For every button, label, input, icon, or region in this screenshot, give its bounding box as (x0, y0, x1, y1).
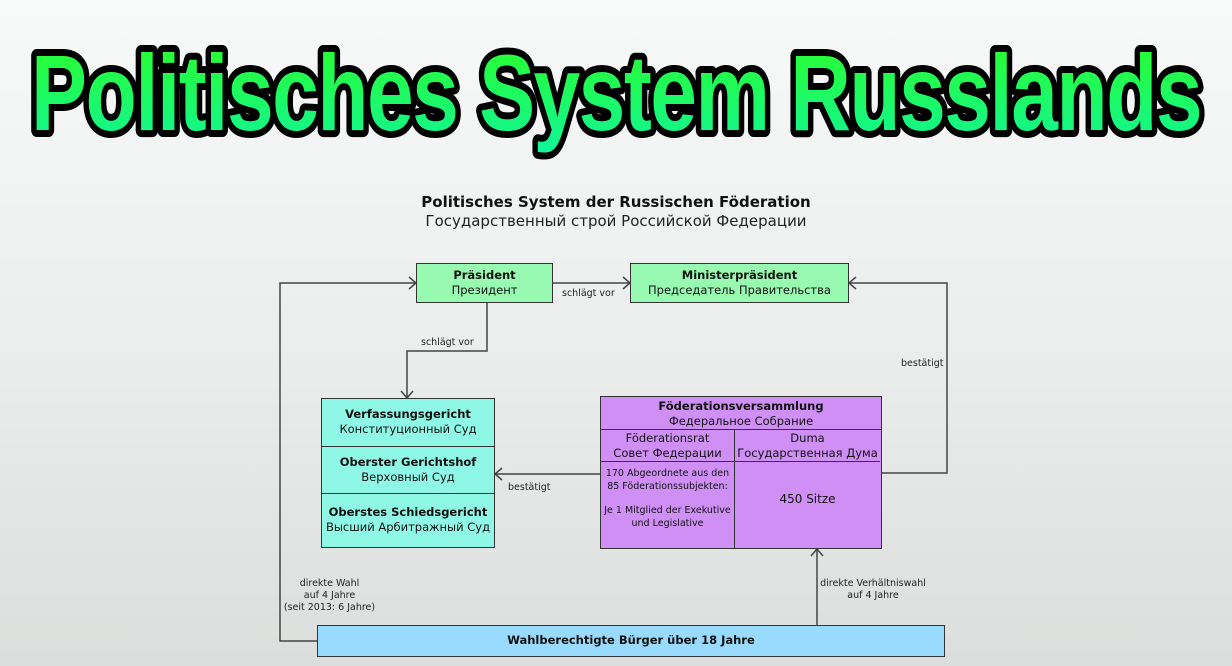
edge-president-courts (406, 303, 488, 398)
federation-council-header: Föderationsrat Совет Федерации (601, 430, 734, 462)
edge-label-citizens-president: direkte Wahl auf 4 Jahre (seit 2013: 6 J… (282, 578, 377, 614)
council-desc-line: 170 Abgeordnete aus den (605, 468, 730, 479)
edge-duma-pm (849, 282, 948, 474)
prime-minister-label-ru: Председатель Правительства (648, 283, 831, 297)
arrowhead-duma (810, 547, 824, 557)
duma: Duma Государственная Дума 450 Sitze (735, 430, 880, 548)
federation-council-de: Föderationsrat (625, 431, 710, 445)
constitutional-court-de: Verfassungsgericht (345, 407, 471, 421)
federal-assembly-box: Föderationsversammlung Федеральное Собра… (600, 396, 882, 549)
duma-seats: 450 Sitze (779, 492, 836, 506)
arbitration-court-ru: Высший Арбитражный Суд (325, 520, 491, 534)
edge-label-line: direkte Wahl (299, 578, 360, 589)
arrowhead-pm-right (847, 276, 857, 290)
arbitration-court: Oberstes Schiedsgericht Высший Арбитражн… (322, 493, 494, 548)
federation-council-ru: Совет Федерации (613, 446, 722, 460)
council-desc-line: 85 Föderationssubjekten: (607, 480, 728, 492)
edge-label-line: auf 4 Jahre (847, 590, 899, 601)
edge-label-council-courts: bestätigt (508, 482, 551, 493)
banner-title: Politisches System Russlands (0, 25, 1232, 160)
president-label-de: Präsident (453, 268, 516, 282)
supreme-court-de: Oberster Gerichtshof (339, 455, 477, 469)
diagram-title-de: Politisches System der Russischen Födera… (421, 193, 811, 211)
federation-council-description: 170 Abgeordnete aus den 85 Föderationssu… (601, 462, 734, 530)
federal-assembly-de: Föderationsversammlung (658, 399, 824, 413)
edge-label-line: direkte Verhältniswahl (820, 578, 926, 589)
edge-label-duma-pm: bestätigt (901, 358, 944, 369)
arbitration-court-de: Oberstes Schiedsgericht (328, 505, 488, 519)
president-box: Präsident Президент (416, 263, 553, 303)
edge-label-line: (seit 2013: 6 Jahre) (283, 602, 376, 613)
supreme-court-ru: Верховный Суд (361, 470, 455, 484)
prime-minister-box: Ministerpräsident Председатель Правитель… (630, 263, 849, 303)
constitutional-court: Verfassungsgericht Конституционный Суд (322, 399, 494, 446)
arrowhead-supreme-court (493, 467, 503, 481)
edge-label-president-courts: schlägt vor (421, 337, 474, 348)
banner-title-text: Politisches System Russlands (31, 32, 1201, 153)
federation-council: Föderationsrat Совет Федерации 170 Abgeo… (601, 430, 735, 548)
duma-de: Duma (790, 431, 825, 445)
duma-header: Duma Государственная Дума (735, 430, 880, 462)
federal-assembly-ru: Федеральное Собрание (668, 414, 814, 428)
courts-box: Verfassungsgericht Конституционный Суд O… (321, 398, 495, 548)
edge-label-president-pm: schlägt vor (562, 288, 615, 299)
president-label-ru: Президент (451, 283, 518, 297)
edge-label-citizens-duma: direkte Verhältniswahl auf 4 Jahre (817, 578, 929, 602)
federal-assembly-header: Föderationsversammlung Федеральное Собра… (601, 397, 881, 430)
prime-minister-label-de: Ministerpräsident (681, 268, 798, 282)
edge-label-line: auf 4 Jahre (303, 590, 356, 601)
edge-citizens-president (279, 282, 416, 642)
constitutional-court-ru: Конституционный Суд (339, 422, 477, 436)
supreme-court: Oberster Gerichtshof Верховный Суд (322, 446, 494, 493)
diagram-title-ru: Государственный строй Российской Федерац… (425, 212, 807, 230)
banner-title-graphic: Politisches System Russlands (24, 25, 1210, 160)
council-desc-line: Je 1 Mitglied der Exekutive (604, 505, 731, 516)
duma-ru: Государственная Дума (737, 446, 878, 460)
council-desc-line: und Legislative (631, 517, 704, 529)
citizens-box: Wahlberechtigte Bürger über 18 Jahre (317, 625, 945, 657)
